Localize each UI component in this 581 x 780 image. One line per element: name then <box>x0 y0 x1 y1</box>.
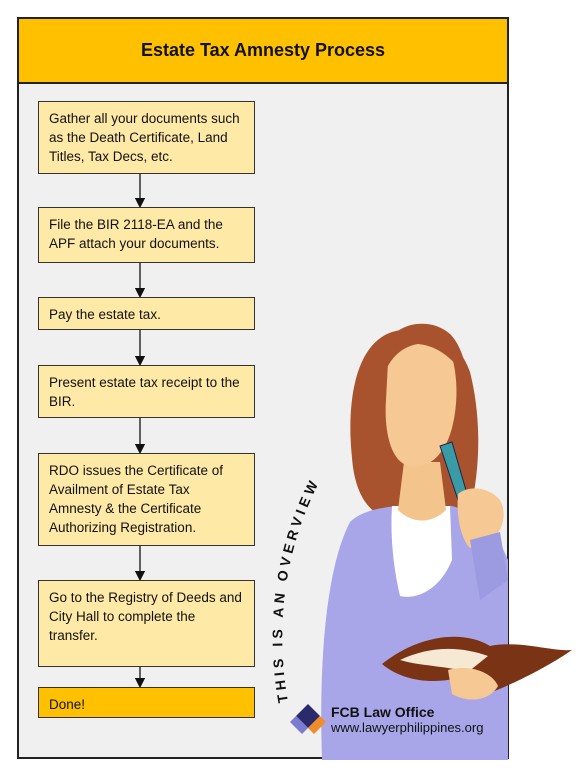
step-gather-documents: Gather all your documents such as the De… <box>38 101 255 174</box>
step-registry-of-deeds: Go to the Registry of Deeds and City Hal… <box>38 580 255 667</box>
page-title: Estate Tax Amnesty Process <box>140 40 386 60</box>
shirt-shape <box>391 506 452 597</box>
hair-fringe <box>384 323 470 386</box>
sleeve-shape <box>470 532 508 600</box>
brand-block: FCB Law Office www.lawyerphilippines.org <box>331 704 483 735</box>
step-rdo-issues-certificate: RDO issues the Certificate of Availment … <box>38 453 255 546</box>
brand-url: www.lawyerphilippines.org <box>331 720 484 735</box>
lower-hand-shape <box>448 667 498 700</box>
neck-shape <box>398 462 446 521</box>
brand-name: FCB Law Office <box>331 704 435 720</box>
step-pay-tax: Pay the estate tax. <box>38 297 255 330</box>
face-shape <box>385 327 457 467</box>
book-pages <box>400 648 488 672</box>
step-file-bir-form: File the BIR 2118-EA and the APF attach … <box>38 207 255 263</box>
step-done: Done! <box>38 687 255 718</box>
hand-shape <box>457 488 504 548</box>
title-banner: Estate Tax Amnesty Process <box>17 17 509 84</box>
step-present-receipt: Present estate tax receipt to the BIR. <box>38 365 255 418</box>
